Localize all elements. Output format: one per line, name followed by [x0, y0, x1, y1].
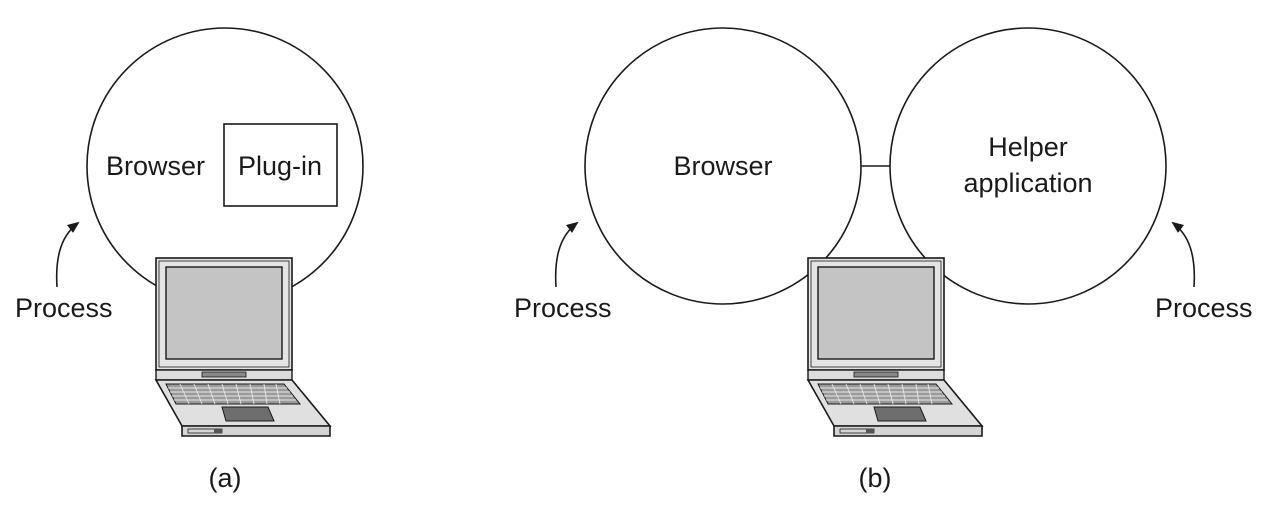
helper-label-line1: Helper — [988, 132, 1068, 162]
process-arrow-left — [554, 221, 579, 288]
browser-label: Browser — [106, 151, 205, 181]
laptop-icon — [155, 257, 331, 437]
browser-label: Browser — [673, 151, 772, 181]
laptop-icon — [807, 257, 983, 437]
plugin-box — [223, 123, 338, 207]
process-label-right: Process — [1155, 293, 1253, 323]
process-label: Process — [15, 293, 113, 323]
helper-label-line2: application — [963, 168, 1092, 198]
panel-b: Browser Helper application Process Proce… — [514, 27, 1253, 493]
plugin-label: Plug-in — [238, 151, 322, 181]
process-arrow — [55, 221, 80, 288]
caption-a: (a) — [209, 463, 242, 493]
caption-b: (b) — [859, 463, 892, 493]
process-arrow-right — [1171, 221, 1196, 288]
process-label-left: Process — [514, 293, 612, 323]
panel-a: Browser Plug-in Process (a) — [15, 27, 364, 493]
helper-process-circle — [889, 27, 1167, 305]
